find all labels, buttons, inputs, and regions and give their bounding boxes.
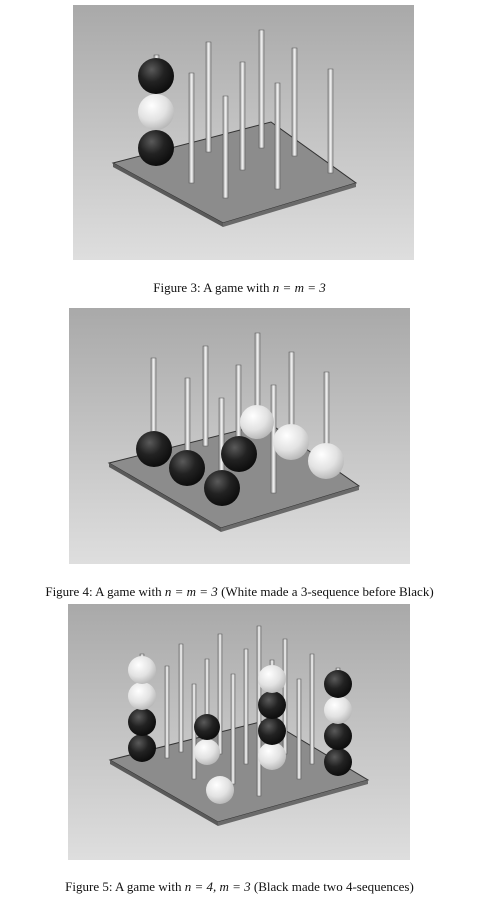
peg: [291, 47, 298, 157]
peg: [217, 633, 223, 755]
board-edge: [221, 486, 359, 532]
figure-3-caption: Figure 3: A game with n = m = 3: [153, 280, 326, 295]
black-ball: [169, 450, 205, 486]
figure-4-render: [69, 308, 410, 564]
peg: [309, 653, 315, 765]
black-ball: [324, 670, 352, 698]
white-ball: [273, 424, 309, 460]
peg: [239, 61, 246, 171]
board-edge: [113, 163, 223, 227]
black-ball: [324, 748, 352, 776]
white-ball: [194, 739, 220, 765]
board-edge: [218, 780, 368, 826]
peg: [296, 678, 302, 780]
white-ball: [128, 656, 156, 684]
white-ball: [324, 696, 352, 724]
balls: [128, 656, 352, 804]
peg: [222, 95, 229, 199]
black-ball: [221, 436, 257, 472]
black-ball: [258, 717, 286, 745]
peg: [164, 665, 170, 759]
figure-4-caption: Figure 4: A game with n = m = 3 (White m…: [45, 584, 434, 599]
peg: [258, 29, 265, 149]
board-edge: [109, 463, 221, 532]
black-ball: [138, 58, 174, 94]
figure-3-render: [73, 5, 414, 260]
pegs: [153, 29, 334, 199]
peg: [327, 68, 334, 174]
black-ball: [258, 691, 286, 719]
white-ball: [258, 742, 286, 770]
white-ball: [206, 776, 234, 804]
white-ball: [258, 665, 286, 693]
black-ball: [194, 714, 220, 740]
figure-5-caption: Figure 5: A game with n = 4, m = 3 (Blac…: [65, 879, 414, 894]
black-ball: [128, 708, 156, 736]
board-edge: [110, 760, 218, 826]
peg: [188, 72, 195, 184]
peg: [243, 648, 249, 765]
black-ball: [324, 722, 352, 750]
figure-5-render: [68, 604, 410, 860]
peg: [274, 82, 281, 190]
board-edge: [223, 183, 356, 227]
white-ball: [240, 405, 274, 439]
peg: [230, 673, 236, 785]
balls: [136, 405, 344, 506]
white-ball: [138, 94, 174, 130]
black-ball: [128, 734, 156, 762]
peg: [205, 41, 212, 153]
black-ball: [138, 130, 174, 166]
white-ball: [308, 443, 344, 479]
white-ball: [128, 682, 156, 710]
balls: [138, 58, 174, 166]
peg: [202, 345, 209, 447]
black-ball: [204, 470, 240, 506]
peg: [178, 643, 184, 753]
black-ball: [136, 431, 172, 467]
